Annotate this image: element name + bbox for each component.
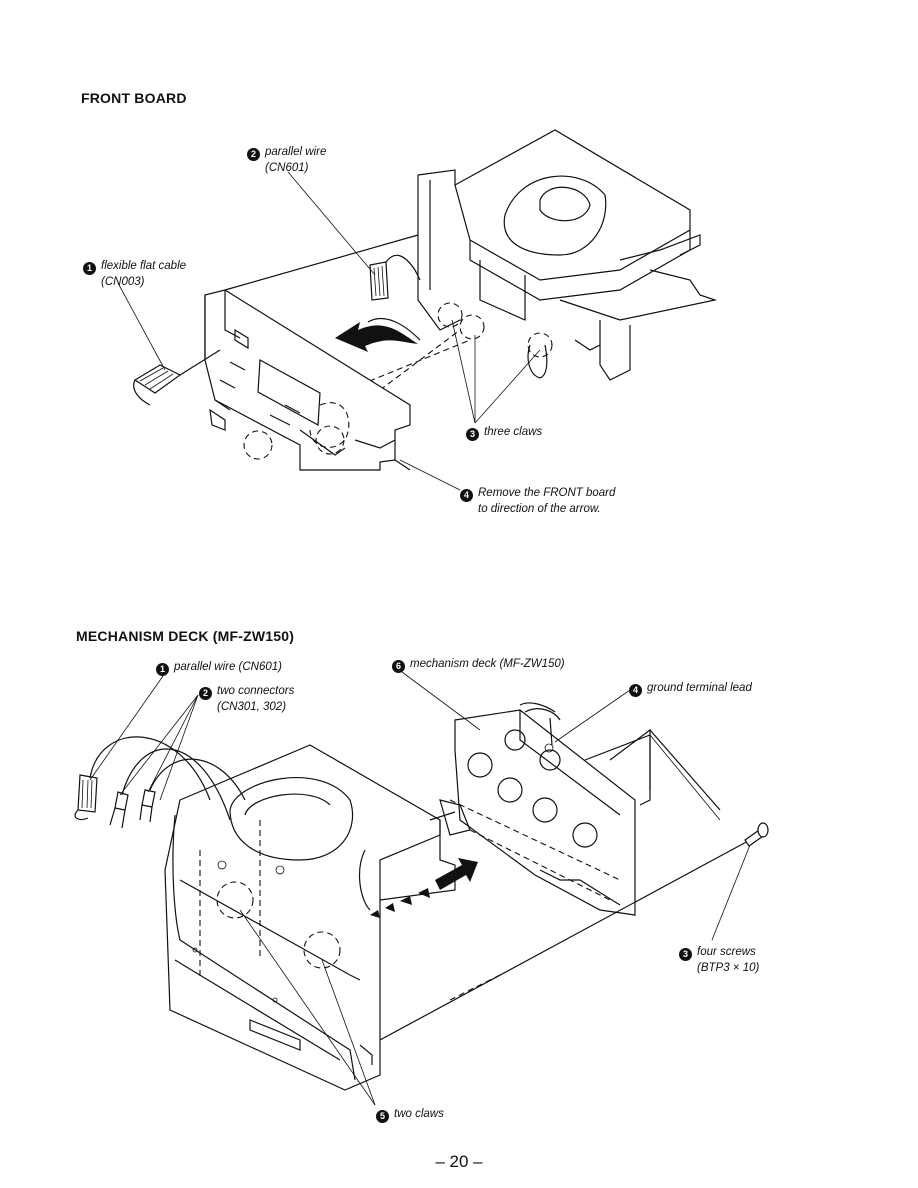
callout-label: two claws bbox=[394, 1108, 444, 1120]
callout-parallel-wire-cn601: 1 parallel wire (CN601) bbox=[156, 660, 282, 676]
callout-label: two connectors bbox=[217, 685, 295, 697]
callout-parallel-wire: 2 parallel wire (CN601) bbox=[247, 145, 326, 175]
callout-label: Remove the FRONT board bbox=[478, 487, 616, 499]
step-number-badge: 6 bbox=[392, 660, 405, 673]
step-number-badge: 3 bbox=[466, 428, 479, 441]
step-number-badge: 1 bbox=[83, 262, 96, 275]
step-number-badge: 3 bbox=[679, 948, 692, 961]
callout-flexible-flat-cable: 1 flexible flat cable (CN003) bbox=[83, 259, 186, 289]
callout-sublabel: (CN003) bbox=[101, 276, 145, 288]
callout-label: mechanism deck (MF-ZW150) bbox=[410, 658, 565, 670]
callout-label: flexible flat cable bbox=[101, 260, 187, 272]
step-number-badge: 5 bbox=[376, 1110, 389, 1123]
step-number-badge: 2 bbox=[247, 148, 260, 161]
step-number-badge: 2 bbox=[199, 687, 212, 700]
callout-sublabel: (CN601) bbox=[265, 162, 309, 174]
callout-remove-front-board: 4 Remove the FRONT board to direction of … bbox=[460, 486, 615, 516]
step-number-badge: 4 bbox=[460, 489, 473, 502]
callout-mechanism-deck: 6 mechanism deck (MF-ZW150) bbox=[392, 657, 565, 673]
section-title-mechanism-deck: MECHANISM DECK (MF-ZW150) bbox=[76, 628, 295, 644]
callout-label: ground terminal lead bbox=[647, 682, 752, 694]
step-number-badge: 1 bbox=[156, 663, 169, 676]
callout-label: parallel wire bbox=[265, 146, 327, 158]
callout-label: parallel wire (CN601) bbox=[174, 661, 283, 673]
front-board-diagram bbox=[117, 129, 718, 491]
callout-two-claws: 5 two claws bbox=[376, 1107, 444, 1123]
callout-sublabel: (CN301, 302) bbox=[217, 701, 287, 713]
callout-label: three claws bbox=[484, 426, 543, 438]
callout-sublabel: to direction of the arrow. bbox=[478, 503, 601, 515]
callout-four-screws: 3 four screws (BTP3 × 10) bbox=[679, 945, 759, 975]
section-title-front-board: FRONT BOARD bbox=[81, 90, 187, 106]
callout-three-claws: 3 three claws bbox=[466, 425, 542, 441]
callout-ground-terminal-lead: 4 ground terminal lead bbox=[629, 681, 752, 697]
step-number-badge: 4 bbox=[629, 684, 642, 697]
page-number: – 20 – bbox=[435, 1152, 483, 1171]
callout-label: four screws bbox=[697, 946, 756, 958]
callout-sublabel: (BTP3 × 10) bbox=[697, 962, 760, 974]
callout-two-connectors: 2 two connectors (CN301, 302) bbox=[199, 684, 294, 714]
